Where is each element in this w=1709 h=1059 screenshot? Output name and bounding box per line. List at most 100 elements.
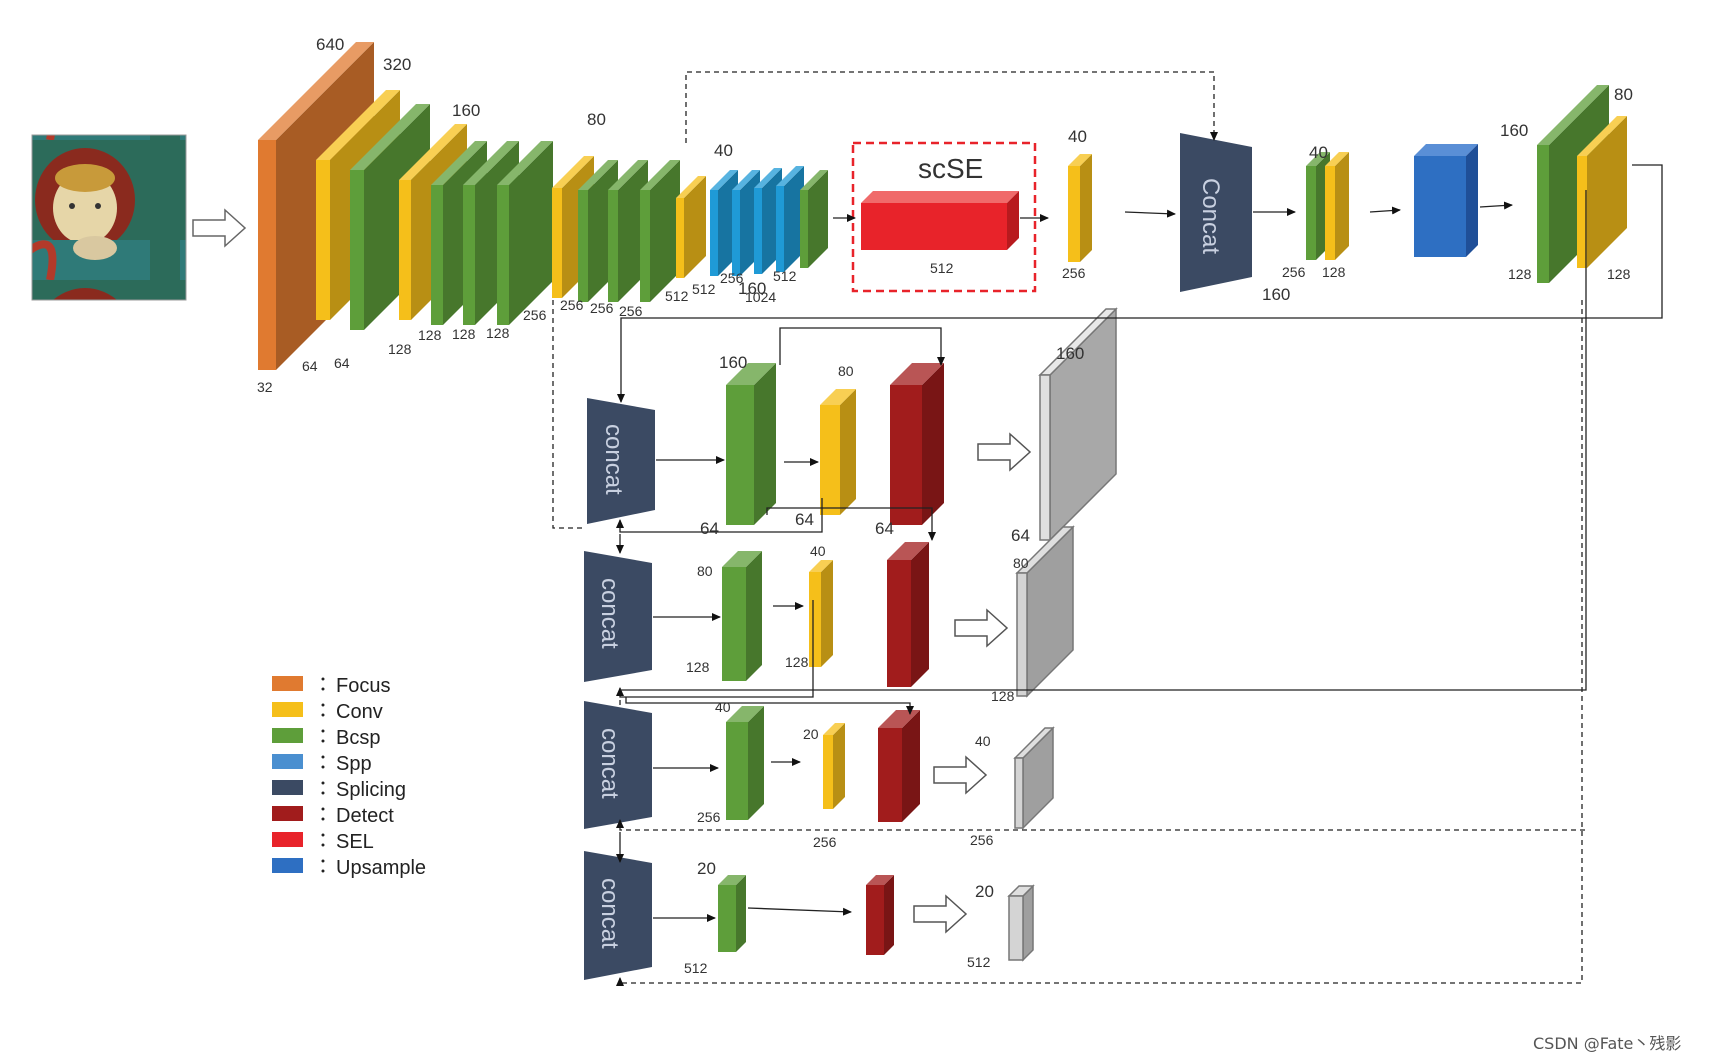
concat-label-row3: concat	[596, 728, 623, 799]
legend-swatch-bcsp	[272, 728, 303, 743]
row3-conv	[823, 723, 845, 809]
label-80: 80	[587, 110, 606, 129]
row1-yellow-ch: 64	[795, 510, 814, 529]
label-512a: 512	[665, 288, 689, 304]
neck-labels: 40 256 40 256 128 160 160 80 128 128	[1062, 85, 1633, 304]
label-head-128a: 128	[1508, 266, 1532, 282]
conv-head-top	[1577, 116, 1627, 268]
conv-after-scse	[1068, 154, 1092, 262]
row2-output-arrow	[954, 608, 1009, 648]
row2-out-ch: 128	[991, 688, 1015, 704]
label-256c: 256	[590, 300, 614, 316]
label-40: 40	[714, 141, 733, 160]
label-128b: 128	[418, 327, 442, 343]
legend-sep: ：	[318, 803, 338, 825]
label-1024: 1024	[745, 289, 776, 305]
row2-yellow-size: 40	[810, 543, 826, 559]
bcsp-layer-7	[640, 160, 680, 302]
concat-main-label: Concat	[1197, 178, 1224, 254]
backbone	[258, 42, 828, 370]
row1-out-size: 160	[1056, 344, 1084, 363]
legend-sep: ：	[318, 829, 338, 851]
label-512c: 512	[773, 268, 797, 284]
legend-label-spp: Spp	[336, 753, 372, 775]
row4-bcsp	[718, 875, 746, 952]
row1-green-size: 160	[719, 353, 747, 372]
sel-block	[861, 191, 1019, 250]
label-128d: 128	[486, 325, 510, 341]
label-pair-128: 128	[1322, 264, 1346, 280]
legend-swatch-focus	[272, 676, 303, 691]
row1-output	[1038, 307, 1118, 542]
concat-main-splicing	[1180, 133, 1252, 292]
head-labels: 160 80 64 64 64 160 64 80 40 128 128 80 …	[684, 344, 1084, 976]
label-640: 640	[316, 35, 344, 54]
row3-green-size: 40	[715, 699, 731, 715]
row4-output	[1007, 884, 1035, 962]
input-image	[31, 134, 187, 301]
row4-detect	[866, 875, 894, 955]
row4-out-size: 20	[975, 882, 994, 901]
row1-output-arrow	[977, 432, 1032, 472]
bcsp-layer-8	[800, 170, 828, 268]
label-pair-256: 256	[1282, 264, 1306, 280]
label-320: 320	[383, 55, 411, 74]
label-neck-256: 256	[1062, 265, 1086, 281]
label-256d: 256	[619, 303, 643, 319]
row1-detect	[890, 363, 944, 525]
conv-layer-4	[676, 176, 706, 278]
row3-yellow-ch: 256	[813, 834, 837, 850]
row2-green-size: 80	[697, 563, 713, 579]
legend-sep: ：	[318, 855, 338, 877]
row3-out-ch: 256	[970, 832, 994, 848]
concat-label-row4: concat	[596, 878, 623, 949]
legend-sep: ：	[318, 673, 338, 695]
concat-splicing-row1	[587, 398, 655, 524]
watermark: CSDN @Fate丶残影	[1533, 1034, 1681, 1053]
concat-label-row1: concat	[600, 424, 627, 495]
backbone-labels: 640 320 160 80 40 32 64 64 128 128 128 1…	[257, 35, 797, 395]
neck	[1068, 85, 1627, 283]
row1-green-ch: 64	[700, 519, 719, 538]
row2-conv	[809, 560, 833, 667]
concat-label-row2: concat	[596, 578, 623, 649]
label-256e: 256	[720, 270, 744, 286]
bcsp-layer-4	[497, 141, 553, 325]
legend-swatch-spp	[272, 754, 303, 769]
legend-label-focus: Focus	[336, 675, 390, 697]
row4-green-size: 20	[697, 859, 716, 878]
row3-output	[1013, 726, 1055, 830]
legend-label-bcsp: Bcsp	[336, 727, 380, 749]
label-concat-160: 160	[1262, 285, 1290, 304]
legend-swatch-splicing	[272, 780, 303, 795]
input-arrow	[192, 208, 247, 248]
row1-red-ch: 64	[875, 519, 894, 538]
legend-sep: ：	[318, 699, 338, 721]
legend-label-sel: SEL	[336, 831, 374, 853]
concat-splicing-row4	[584, 851, 652, 980]
connections	[552, 71, 1663, 986]
detection-heads	[584, 307, 1118, 980]
row2-detect	[887, 542, 929, 687]
row2-bcsp	[722, 551, 762, 681]
label-head-128b: 128	[1607, 266, 1631, 282]
label-160: 160	[452, 101, 480, 120]
label-128a: 128	[388, 341, 412, 357]
spp-layer-4	[776, 166, 804, 272]
label-160-spp: 160	[738, 279, 766, 298]
row3-bcsp	[726, 706, 764, 820]
conv-pair	[1325, 152, 1349, 260]
legend-swatch-conv	[272, 702, 303, 717]
legend-sep: ：	[318, 751, 338, 773]
row1-bcsp	[726, 363, 776, 525]
upsample-block	[1414, 144, 1478, 257]
row2-out-size: 80	[1013, 555, 1029, 571]
row1-conv	[820, 389, 856, 515]
legend: ：Focus：Conv：Bcsp：Spp：Splicing：Detect：SEL…	[272, 673, 426, 879]
legend-label-conv: Conv	[336, 701, 383, 723]
label-neck-40: 40	[1068, 127, 1087, 146]
legend-label-splicing: Splicing	[336, 779, 406, 801]
label-pair-40: 40	[1309, 143, 1328, 162]
row1-out-ch: 64	[1011, 526, 1030, 545]
